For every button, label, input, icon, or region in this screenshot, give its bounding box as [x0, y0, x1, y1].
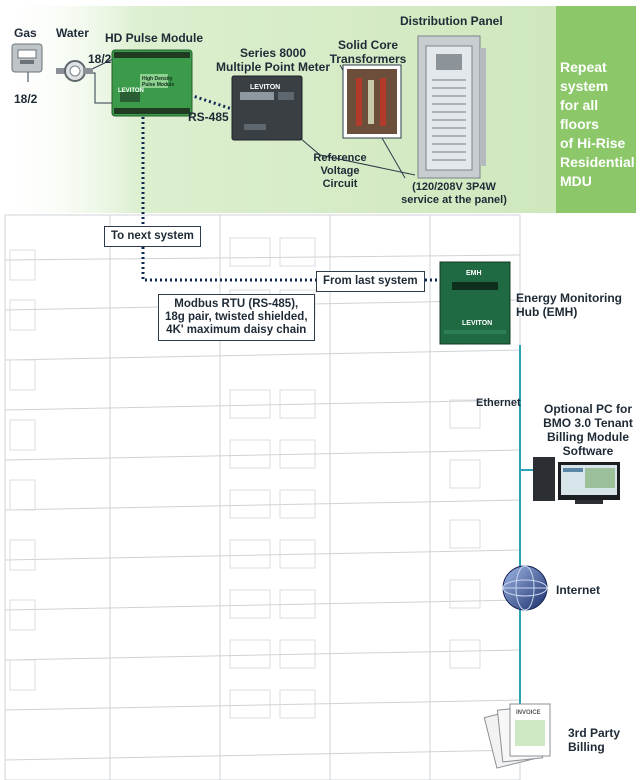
reference-voltage-label: Reference Voltage Circuit [313, 152, 367, 190]
repeat-system-label: Repeat system for all floors of Hi-Rise … [560, 59, 635, 189]
modbus-label: Modbus RTU (RS-485), 18g pair, twisted s… [158, 294, 315, 341]
series-8000-label: Series 8000 Multiple Point Meter [216, 46, 330, 74]
wire-gauge-top-label: 18/2 [88, 52, 112, 66]
distribution-panel-icon [417, 35, 486, 179]
hd-module-brand: LEVITON [118, 88, 144, 94]
from-last-system-label: From last system [316, 271, 425, 292]
water-meter-icon [56, 60, 93, 82]
emh-device-icon [439, 261, 511, 345]
series-8000-meter-icon [231, 75, 303, 141]
hd-pulse-module-icon [111, 49, 193, 117]
optional-pc-label: Optional PC for BMO 3.0 Tenant Billing M… [543, 402, 633, 458]
wire-gauge-left-label: 18/2 [14, 92, 38, 106]
building-outline [4, 214, 521, 780]
repeat-band [556, 6, 636, 213]
to-next-system-label: To next system [104, 226, 201, 247]
service-label: (120/208V 3P4W service at the panel) [401, 181, 507, 206]
series-8000-brand: LEVITON [250, 84, 281, 91]
distribution-panel-label: Distribution Panel [400, 14, 503, 28]
solid-core-label: Solid Core Transformers [329, 38, 407, 66]
water-label: Water [56, 26, 89, 40]
gas-label: Gas [14, 26, 37, 40]
emh-badge: EMH [466, 270, 482, 277]
internet-label: Internet [556, 583, 601, 597]
pc-icon [533, 457, 620, 504]
hd-module-title: High Density [142, 76, 173, 82]
rs485-label: RS-485 [188, 110, 229, 124]
gas-meter-icon [11, 43, 43, 73]
hd-pulse-module-label: HD Pulse Module [105, 31, 204, 45]
ethernet-label: Ethernet [476, 397, 521, 409]
third-party-billing-label: 3rd Party Billing [568, 726, 621, 754]
hd-module-subtitle: Pulse Module [142, 82, 175, 88]
invoice-title: INVOICE [516, 710, 541, 716]
transformers-photo-icon [342, 64, 402, 139]
emh-label: Energy Monitoring Hub (EMH) [516, 291, 622, 319]
emh-brand: LEVITON [462, 320, 493, 327]
internet-globe-icon [502, 565, 548, 611]
invoice-stack-icon [483, 703, 551, 769]
